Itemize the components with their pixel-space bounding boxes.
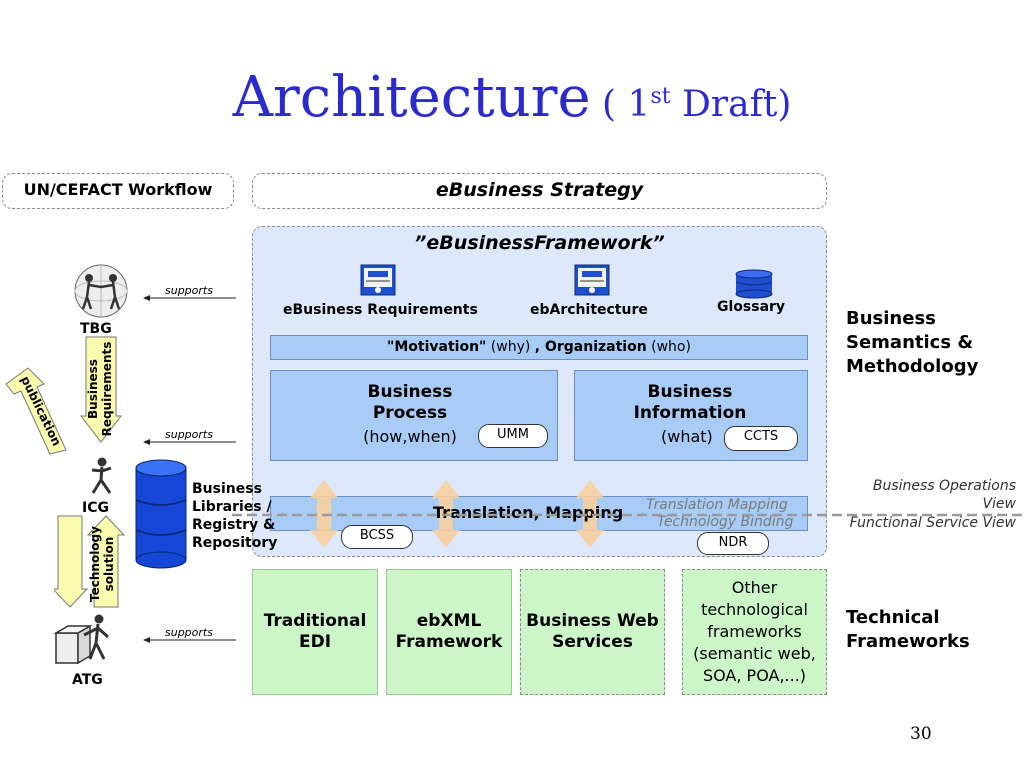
supports-arrow — [143, 637, 236, 643]
business-process-title: Business Process — [367, 382, 453, 423]
business-web-services-box: Business Web Services — [520, 569, 665, 695]
supports-arrow — [143, 439, 236, 445]
globe-people-icon — [74, 264, 128, 318]
traditional-edi-label: Traditional EDI — [263, 611, 367, 652]
business-information-sub: (what) — [661, 427, 713, 446]
business-requirements-arrow-label: Business Requirements — [86, 341, 114, 437]
motivation-label: "Motivation" — [387, 339, 487, 355]
motivation-bar: "Motivation" (why) , Organization (who) — [270, 335, 808, 360]
page-number: 30 — [910, 724, 932, 744]
technology-binding-grey: Technology Binding — [657, 514, 794, 530]
ebusiness-requirements-label: eBusiness Requirements — [283, 302, 478, 318]
technology-solution-arrows — [54, 515, 126, 608]
organization-label: , Organization — [534, 339, 647, 355]
document-icon — [360, 264, 396, 296]
ebxml-framework-label: ebXML Framework — [395, 611, 503, 652]
other-frameworks-label: Other technological frameworks (semantic… — [693, 578, 816, 685]
icg-label: ICG — [82, 500, 109, 516]
business-information-title: Business Information — [633, 382, 747, 423]
tbg-label: TBG — [80, 321, 112, 337]
traditional-edi-box: Traditional EDI — [252, 569, 378, 695]
title-open: ( 1 — [590, 84, 651, 125]
title-main: Architecture — [232, 65, 591, 130]
technology-solution-label: Technology solution — [88, 526, 116, 602]
translation-mapping-label: Translation, Mapping — [433, 503, 624, 522]
supports-label: supports — [165, 428, 213, 441]
document-icon — [574, 264, 610, 296]
double-arrows — [310, 480, 604, 548]
supports-label: supports — [165, 284, 213, 297]
business-requirements-arrow — [80, 336, 122, 443]
motivation-why: (why) — [486, 339, 535, 355]
business-web-services-label: Business Web Services — [526, 611, 659, 652]
title-close: Draft) — [670, 84, 792, 125]
workflow-header: UN/CEFACT Workflow — [2, 173, 234, 209]
supports-arrow — [143, 295, 236, 301]
title-sup: st — [650, 84, 671, 109]
repository-label: Business Libraries / Registry & Reposito… — [192, 481, 278, 551]
supports-label: supports — [165, 626, 213, 639]
framework-title: ”eBusinessFramework” — [414, 232, 665, 254]
translation-mapping-grey: Translation Mapping — [646, 497, 788, 513]
view-separator-line — [232, 513, 1022, 517]
person-with-box-icon — [53, 614, 110, 665]
repository-database-icon — [135, 459, 187, 569]
business-process-sub: (how,when) — [363, 427, 457, 446]
ccts-badge: CCTS — [724, 426, 798, 451]
umm-badge: UMM — [478, 424, 548, 448]
business-semantics-label: Business Semantics & Methodology — [846, 308, 979, 377]
person-icon — [91, 457, 112, 494]
atg-label: ATG — [72, 672, 103, 688]
ndr-badge: NDR — [697, 532, 769, 555]
glossary-label: Glossary — [717, 299, 786, 315]
publication-arrow — [5, 367, 67, 455]
ebxml-framework-box: ebXML Framework — [386, 569, 512, 695]
bcss-badge: BCSS — [341, 525, 413, 549]
strategy-header: eBusiness Strategy — [252, 173, 827, 209]
technical-frameworks-label: Technical Frameworks — [846, 607, 970, 652]
other-frameworks-box: Other technological frameworks (semantic… — [682, 569, 827, 695]
ebarchitecture-label: ebArchitecture — [530, 302, 648, 318]
database-icon — [735, 269, 773, 299]
organization-who: (who) — [646, 339, 691, 355]
business-operations-view-label: Business Operations View — [872, 478, 1016, 512]
slide-title: Architecture ( 1st Draft) — [0, 62, 1024, 140]
functional-service-view-label: Functional Service View — [849, 515, 1016, 531]
